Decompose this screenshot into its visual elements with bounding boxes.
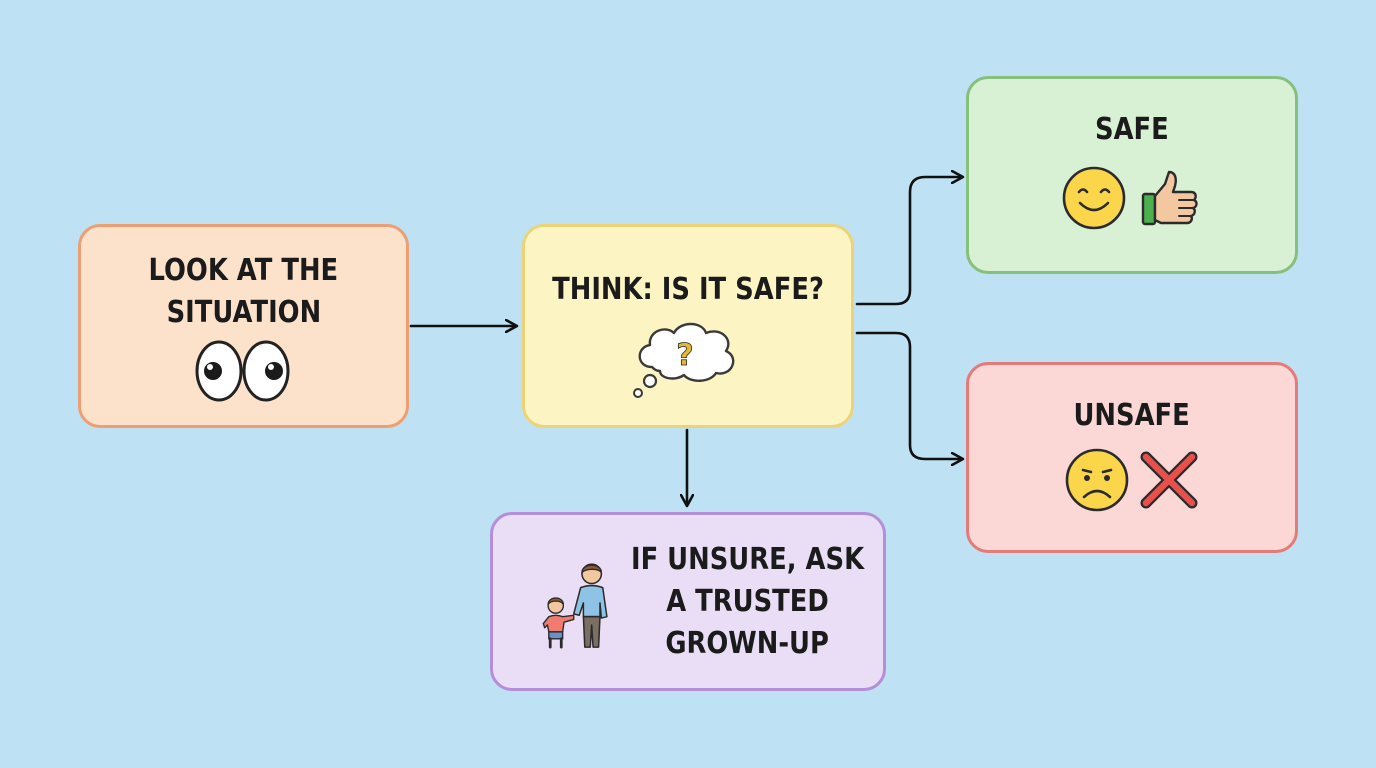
node-label: THINK: IS IT SAFE? xyxy=(552,272,824,307)
node-ask-trusted-grown-up: IF UNSURE, ASK A TRUSTED GROWN-UP xyxy=(490,512,886,691)
child-and-adult-icon xyxy=(542,562,608,648)
node-safe: SAFE xyxy=(966,76,1298,274)
sad-face-icon xyxy=(1065,448,1129,511)
arrow-think-to-safe xyxy=(855,177,962,306)
node-think-is-it-safe: THINK: IS IT SAFE? ? xyxy=(522,224,854,428)
red-x-icon xyxy=(1140,451,1198,508)
svg-text:?: ? xyxy=(676,338,693,373)
eyes-icon xyxy=(195,340,289,402)
arrow-think-to-unsafe xyxy=(855,331,962,459)
node-look-at-situation: LOOK AT THE SITUATION xyxy=(78,224,409,428)
node-label: A TRUSTED xyxy=(666,583,829,619)
node-label: LOOK AT THE xyxy=(148,253,339,288)
node-unsafe: UNSAFE xyxy=(966,362,1298,553)
node-label: GROWN-UP xyxy=(665,625,830,661)
node-label: SITUATION xyxy=(166,295,321,330)
node-label: IF UNSURE, ASK xyxy=(630,541,865,577)
thumbs-up-icon xyxy=(1141,170,1198,226)
smiley-face-icon xyxy=(1062,166,1126,230)
node-label: UNSAFE xyxy=(1073,397,1191,433)
node-label: SAFE xyxy=(1095,112,1169,147)
thought-bubble-question-icon: ? xyxy=(633,322,735,398)
